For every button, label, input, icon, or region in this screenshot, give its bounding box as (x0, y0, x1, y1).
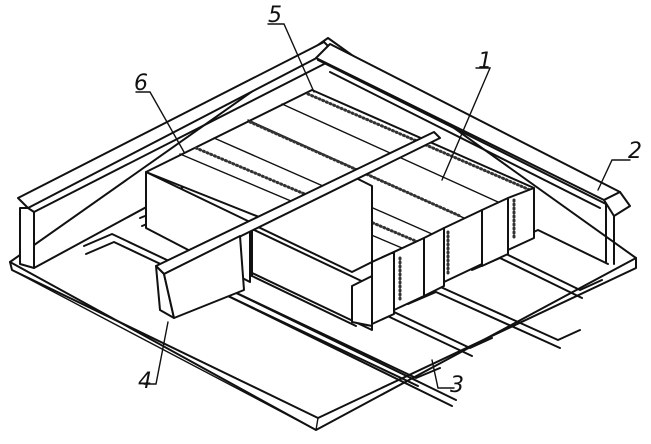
callout-5: 5 (268, 3, 282, 28)
callout-2: 2 (628, 139, 642, 164)
callout-3: 3 (450, 373, 464, 398)
vertical-rib-plate (155, 131, 441, 319)
callout-1: 1 (478, 49, 492, 74)
leader-lines (135, 23, 631, 389)
callout-6: 6 (134, 71, 148, 96)
edge-i-beam-right (315, 43, 631, 265)
callout-4: 4 (138, 369, 152, 394)
